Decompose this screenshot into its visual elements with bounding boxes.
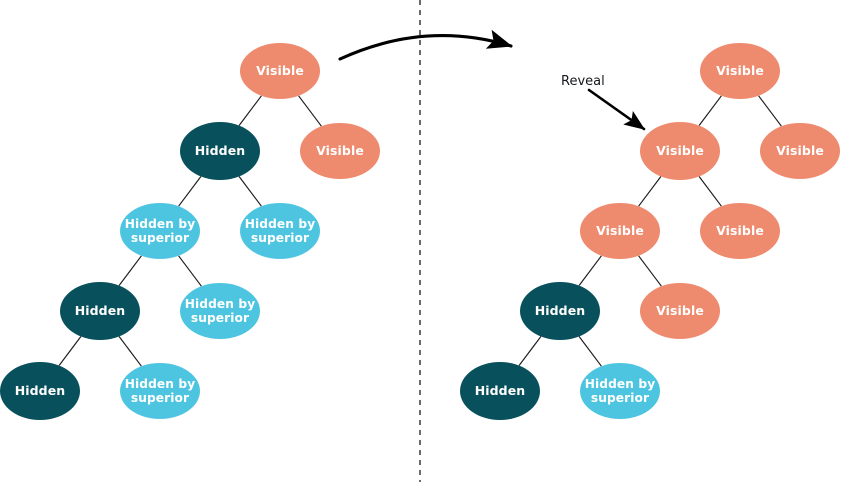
- tree-node-label: Hidden by superior: [124, 216, 196, 245]
- tree-node-hidden-by-superior[interactable]: Hidden by superior: [120, 203, 200, 259]
- tree-node-hidden-by-superior[interactable]: Hidden by superior: [120, 363, 200, 419]
- tree-node-label: Visible: [656, 142, 704, 158]
- tree-edge: [698, 95, 722, 126]
- tree-edge: [638, 176, 662, 207]
- tree-edge: [758, 95, 782, 127]
- tree-edge: [298, 95, 322, 127]
- tree-node-visible[interactable]: Visible: [700, 203, 780, 259]
- tree-node-hidden[interactable]: Hidden: [0, 362, 80, 420]
- tree-node-hidden[interactable]: Hidden: [60, 282, 140, 340]
- tree-node-label: Visible: [656, 302, 704, 318]
- tree-edge: [118, 336, 142, 367]
- tree-node-visible[interactable]: Visible: [240, 43, 320, 99]
- tree-node-hidden-by-superior[interactable]: Hidden by superior: [180, 283, 260, 339]
- tree-edge: [238, 95, 262, 126]
- tree-edge: [238, 176, 262, 207]
- tree-node-label: Hidden by superior: [184, 296, 256, 325]
- tree-node-visible[interactable]: Visible: [580, 203, 660, 259]
- tree-node-label: Hidden by superior: [124, 376, 196, 405]
- transition-curved-arrow: [338, 29, 513, 61]
- tree-edge: [118, 255, 142, 286]
- tree-node-label: Visible: [776, 142, 824, 158]
- tree-node-label: Hidden by superior: [244, 216, 316, 245]
- left-tree-edges: [58, 95, 322, 367]
- tree-node-hidden[interactable]: Hidden: [180, 122, 260, 180]
- tree-node-label: Visible: [716, 222, 764, 238]
- tree-node-label: Visible: [716, 62, 764, 78]
- tree-edge: [638, 255, 662, 287]
- tree-edge: [178, 255, 202, 287]
- tree-node-visible[interactable]: Visible: [300, 123, 380, 179]
- tree-node-label: Hidden: [194, 142, 246, 158]
- tree-edge: [698, 176, 722, 207]
- tree-edge: [578, 255, 602, 286]
- reveal-label: Reveal: [561, 74, 605, 89]
- right-tree-edges: [518, 95, 782, 367]
- tree-edge: [178, 176, 202, 207]
- tree-node-label: Hidden: [534, 302, 586, 318]
- tree-node-label: Hidden: [474, 382, 526, 398]
- reveal-arrow: [587, 88, 646, 131]
- tree-node-label: Hidden by superior: [584, 376, 656, 405]
- tree-node-label: Hidden: [74, 302, 126, 318]
- tree-node-visible[interactable]: Visible: [640, 283, 720, 339]
- tree-node-visible[interactable]: Visible: [700, 43, 780, 99]
- tree-node-hidden-by-superior[interactable]: Hidden by superior: [240, 203, 320, 259]
- tree-node-visible[interactable]: Visible: [760, 123, 840, 179]
- tree-node-hidden[interactable]: Hidden: [520, 282, 600, 340]
- tree-edge: [578, 336, 602, 367]
- tree-node-visible[interactable]: Visible: [640, 122, 720, 180]
- tree-edge: [58, 336, 82, 366]
- tree-node-hidden-by-superior[interactable]: Hidden by superior: [580, 363, 660, 419]
- tree-node-label: Hidden: [14, 382, 66, 398]
- tree-node-label: Visible: [256, 62, 304, 78]
- tree-node-label: Visible: [596, 222, 644, 238]
- tree-node-label: Visible: [316, 142, 364, 158]
- tree-edge: [518, 336, 542, 366]
- tree-node-hidden[interactable]: Hidden: [460, 362, 540, 420]
